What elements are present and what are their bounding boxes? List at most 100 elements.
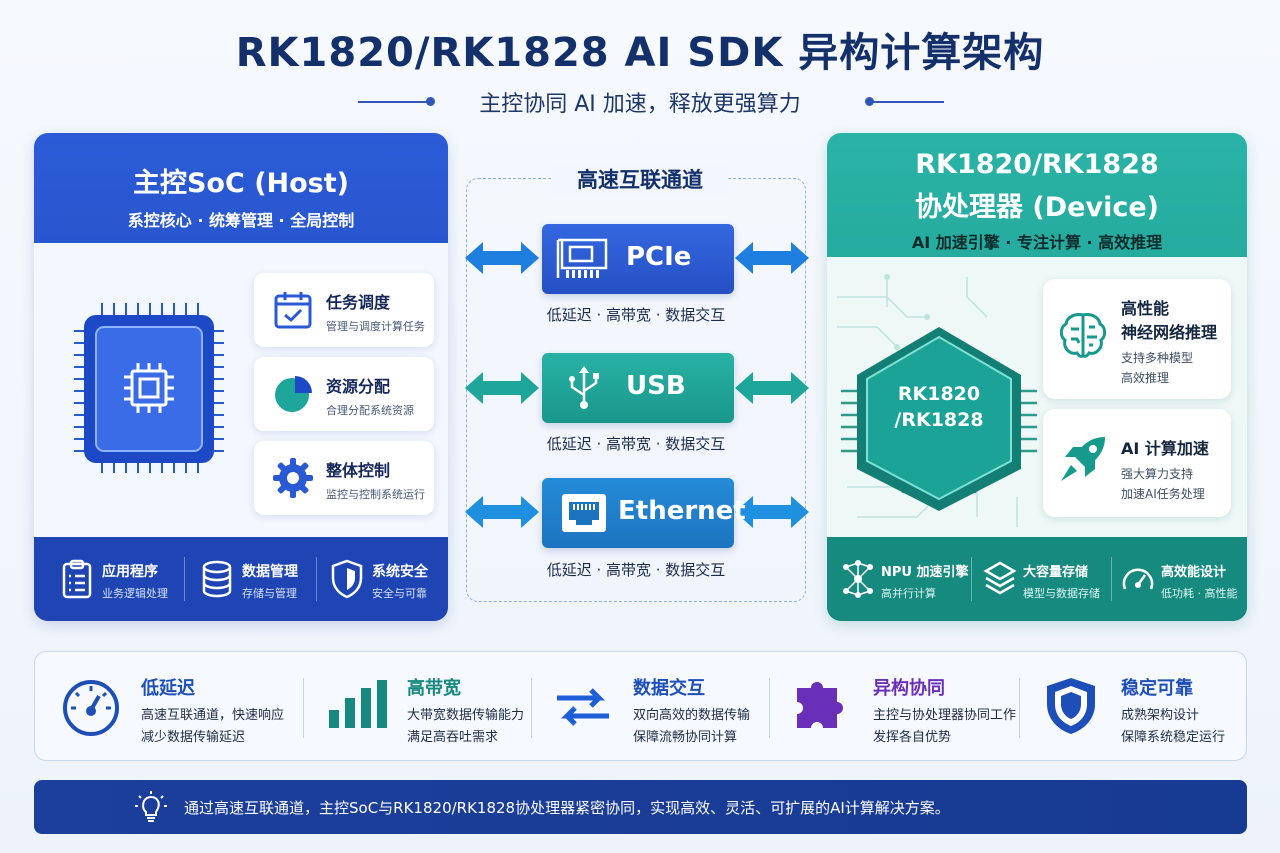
shield-icon (331, 559, 363, 599)
footer-title: 系统安全 (372, 564, 428, 580)
link-desc: 低延迟 · 高带宽 · 数据交互 (546, 561, 726, 579)
gear-icon (273, 458, 313, 498)
divider (1111, 557, 1112, 601)
footer-title: NPU 加速引擎 (881, 565, 969, 580)
bidirectional-arrow-icon (735, 242, 809, 274)
host-subtitle: 系控核心 · 统筹管理 · 全局控制 (127, 211, 355, 230)
subtitle-right-dot (865, 97, 874, 106)
feature-title: 高带宽 (407, 678, 461, 699)
task-title: 资源分配 (326, 377, 391, 396)
device-footer: NPU 加速引擎 高并行计算 大容量存储 模型与数据存储 高效能设计 (827, 537, 1247, 621)
feature-desc: 双向高效的数据传输 (633, 708, 751, 723)
feature-desc: 主控与协处理器协同工作 (873, 708, 1017, 723)
feature-reliability: 稳定可靠 成熟架构设计 保障系统稳定运行 (1039, 652, 1239, 762)
task-desc: 监控与控制系统运行 (326, 488, 425, 501)
banner-text: 通过高速互联通道，主控SoC与RK1820/RK1828协处理器紧密协同，实现高… (184, 799, 950, 817)
footer-desc: 低功耗 · 高性能 (1161, 587, 1238, 600)
summary-banner: 通过高速互联通道，主控SoC与RK1820/RK1828协处理器紧密协同，实现高… (34, 780, 1247, 834)
layers-icon (983, 561, 1017, 595)
usb-link: USB (542, 353, 734, 423)
task-card-resources: 资源分配 合理分配系统资源 (254, 357, 434, 431)
page-subtitle: 主控协同 AI 加速，释放更强算力 (479, 92, 801, 117)
channel-title: 高速互联通道 (552, 164, 728, 194)
feature-data-exchange: 数据交互 双向高效的数据传输 保障流畅协同计算 (551, 652, 781, 762)
bidirectional-arrow-icon (735, 496, 809, 528)
bar-chart-icon (329, 680, 387, 728)
device-footer-npu: NPU 加速引擎 高并行计算 (841, 555, 971, 605)
feature-title: 稳定可靠 (1121, 678, 1193, 699)
feature-low-latency: 低延迟 高速互联通道，快速响应 减少数据传输延迟 (59, 652, 289, 762)
host-panel: 主控SoC (Host) 系控核心 · 统筹管理 · 全局控制 (34, 133, 448, 621)
subtitle-row: 主控协同 AI 加速，释放更强算力 (0, 86, 1280, 118)
host-body: 任务调度 管理与调度计算任务 资源分配 合理分配系统资源 (34, 243, 448, 537)
swap-arrows-icon (557, 688, 609, 726)
device-card-inference: 高性能 神经网络推理 支持多种模型 高效推理 (1043, 279, 1231, 399)
host-footer-data: 数据管理 存储与管理 (200, 555, 320, 605)
feature-title: 异构协同 (873, 678, 945, 699)
speedometer-icon (1122, 568, 1154, 590)
device-footer-efficiency: 高效能设计 低功耗 · 高性能 (1121, 555, 1241, 605)
footer-desc: 高并行计算 (881, 587, 936, 600)
host-title: 主控SoC (Host) (132, 168, 349, 199)
bidirectional-arrow-icon (735, 372, 809, 404)
task-desc: 合理分配系统资源 (326, 404, 414, 417)
card-title-line1: AI 计算加速 (1121, 439, 1209, 458)
link-label: USB (626, 371, 686, 401)
pcie-card-icon (556, 238, 608, 278)
divider (531, 678, 532, 738)
divider (769, 678, 770, 738)
footer-title: 数据管理 (242, 564, 298, 580)
link-desc: 低延迟 · 高带宽 · 数据交互 (546, 306, 726, 324)
device-title-line1: RK1820/RK1828 (915, 149, 1159, 180)
subtitle-left-dot (426, 97, 435, 106)
feature-title: 低延迟 (141, 678, 195, 699)
feature-desc: 保障系统稳定运行 (1121, 730, 1226, 745)
calendar-icon (274, 292, 312, 329)
feature-desc: 发挥各自优势 (873, 730, 952, 745)
card-desc-line2: 加速AI任务处理 (1121, 487, 1205, 501)
divider (303, 678, 304, 738)
footer-desc: 业务逻辑处理 (102, 587, 168, 600)
footer-desc: 存储与管理 (242, 587, 297, 600)
task-desc: 管理与调度计算任务 (326, 320, 425, 333)
device-card-acceleration: AI 计算加速 强大算力支持 加速AI任务处理 (1043, 409, 1231, 517)
subtitle-left-line (358, 101, 430, 103)
rocket-icon (1061, 437, 1105, 481)
link-desc: 低延迟 · 高带宽 · 数据交互 (546, 435, 726, 453)
divider (316, 557, 317, 601)
clipboard-icon (62, 559, 92, 599)
feature-desc: 大带宽数据传输能力 (407, 708, 525, 723)
host-footer: 应用程序 业务逻辑处理 数据管理 存储与管理 系统安全 安全与可靠 (34, 537, 448, 621)
feature-heterogeneous: 异构协同 主控与协处理器协同工作 发挥各自优势 (791, 652, 1021, 762)
speedometer-icon (63, 680, 119, 736)
divider (971, 557, 972, 601)
card-title-line2: 神经网络推理 (1121, 323, 1218, 342)
divider (184, 557, 185, 601)
bidirectional-arrow-icon (465, 372, 539, 404)
subtitle-right-line (870, 101, 944, 103)
features-panel: 低延迟 高速互联通道，快速响应 减少数据传输延迟 高带宽 大带宽数据传输能力 满… (34, 651, 1247, 761)
ethernet-port-icon (562, 494, 606, 532)
task-card-scheduling: 任务调度 管理与调度计算任务 (254, 273, 434, 347)
feature-desc: 减少数据传输延迟 (141, 730, 246, 745)
bidirectional-arrow-icon (465, 242, 539, 274)
host-chip-icon (74, 303, 224, 473)
feature-title: 数据交互 (633, 678, 705, 699)
footer-desc: 安全与可靠 (372, 587, 427, 600)
neural-network-icon (843, 560, 873, 598)
host-footer-security: 系统安全 安全与可靠 (330, 555, 440, 605)
device-title-line2: 协处理器 (Device) (915, 192, 1159, 223)
feature-desc: 高速互联通道，快速响应 (141, 708, 285, 723)
device-body: RK1820 /RK1828 高性能 神经网络推理 支持多种模型 高效推理 (827, 257, 1247, 537)
task-title: 整体控制 (326, 461, 391, 480)
card-desc-line1: 支持多种模型 (1121, 351, 1194, 365)
host-footer-app: 应用程序 业务逻辑处理 (60, 555, 190, 605)
feature-desc: 成熟架构设计 (1121, 708, 1200, 723)
lightbulb-icon (135, 791, 167, 822)
task-card-control: 整体控制 监控与控制系统运行 (254, 441, 434, 515)
usb-icon (569, 366, 599, 409)
database-icon (202, 560, 232, 598)
bidirectional-arrow-icon (465, 496, 539, 528)
device-footer-storage: 大容量存储 模型与数据存储 (983, 555, 1107, 605)
chip-label-line1: RK1820 (897, 383, 981, 405)
